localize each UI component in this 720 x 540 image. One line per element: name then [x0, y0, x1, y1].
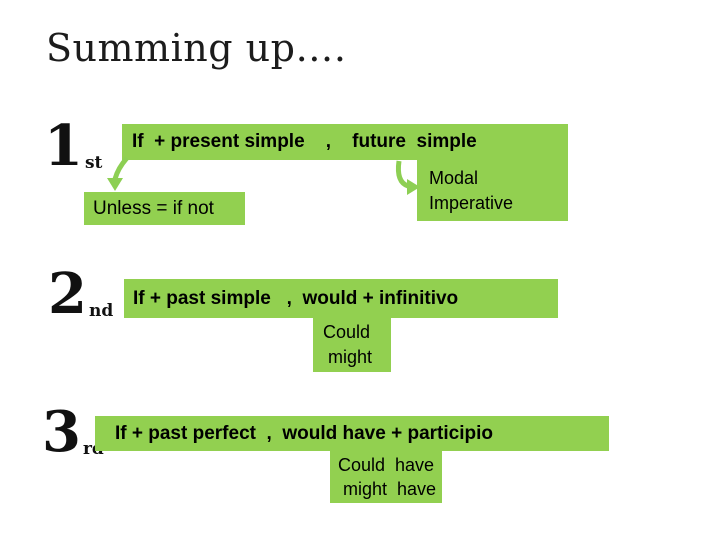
- ordinal-second-number: 2: [48, 261, 87, 327]
- might-have-label: might have: [338, 479, 437, 499]
- could-have-label: Could have: [338, 454, 435, 475]
- ordinal-third-number: 3: [42, 399, 81, 465]
- unless-note-text: Unless = if not: [93, 197, 214, 219]
- modal-imperative-box: Modal Imperative: [417, 160, 568, 221]
- second-conditional-formula-box: If + past simple , would + infinitivo: [124, 279, 558, 318]
- ordinal-first: 1 st: [44, 118, 102, 174]
- third-conditional-formula-text: If + past perfect , would have + partici…: [115, 422, 493, 444]
- ordinal-second-suffix: nd: [88, 301, 114, 321]
- ordinal-second: 2 nd: [48, 266, 113, 322]
- slide-title: Summing up….: [46, 26, 347, 70]
- could-might-box: Could might: [313, 317, 391, 372]
- ordinal-first-suffix: st: [84, 153, 103, 173]
- ordinal-third: 3 rd: [42, 404, 104, 460]
- modal-label: Modal: [429, 168, 479, 189]
- might-label: might: [323, 346, 373, 367]
- could-have-might-have-box: Could have might have: [330, 451, 442, 503]
- unless-note-box: Unless = if not: [84, 192, 245, 225]
- could-label: Could: [323, 322, 371, 343]
- first-conditional-formula-box: If + present simple , future simple: [122, 124, 568, 160]
- first-conditional-formula-text: If + present simple , future simple: [132, 131, 477, 152]
- ordinal-first-number: 1: [44, 113, 83, 179]
- imperative-label: Imperative: [429, 192, 514, 213]
- second-conditional-formula-text: If + past simple , would + infinitivo: [133, 287, 459, 309]
- third-conditional-formula-box: If + past perfect , would have + partici…: [95, 416, 609, 451]
- curved-down-arrow-icon: [107, 156, 129, 191]
